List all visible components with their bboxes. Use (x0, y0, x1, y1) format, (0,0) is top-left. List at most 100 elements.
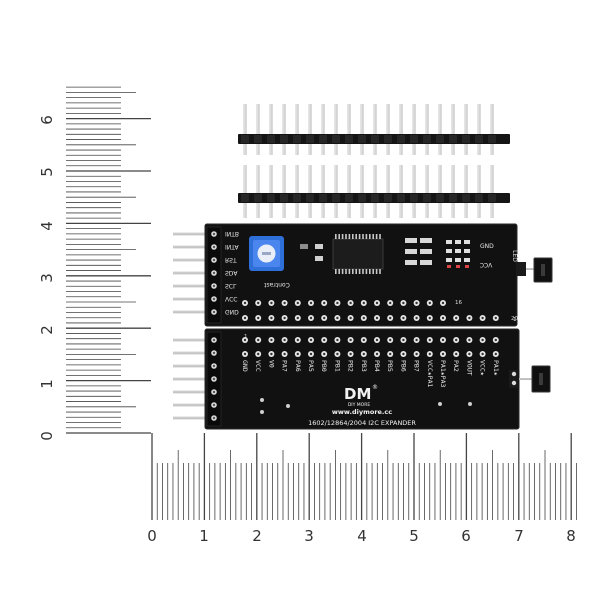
header-bar-segment (462, 194, 470, 202)
pad-hole (428, 301, 431, 305)
pad-hole (283, 301, 286, 305)
header-pin (425, 165, 429, 218)
pad-hole (243, 338, 247, 342)
pad-hole (270, 316, 273, 320)
led-jumper-cap-detail (541, 264, 545, 276)
header-bar-segment (436, 194, 444, 202)
lcd-pin-label: V0 (267, 360, 275, 368)
potentiometer (249, 236, 284, 271)
via-4 (438, 402, 442, 406)
side-pin (173, 310, 209, 314)
ruler-left-label-5: 5 (38, 167, 56, 177)
side-hole-center (212, 351, 216, 355)
header-bar-segment (306, 194, 314, 202)
header-pin (386, 165, 390, 218)
addr-pad (446, 249, 452, 253)
led-jumper-pin (526, 268, 538, 270)
ruler-bottom-label-3: 3 (304, 527, 314, 545)
pad-hole (296, 352, 299, 356)
header-pin (256, 104, 260, 155)
header-pin (373, 165, 377, 218)
pin20-label: 20 (511, 316, 518, 322)
website-text: www.diymore.cc (332, 408, 392, 416)
pad-hole (375, 316, 379, 320)
side-hole-center (212, 271, 216, 275)
side-pin-label: RST (225, 256, 237, 263)
side-pin (173, 364, 209, 368)
side-pin (173, 284, 209, 288)
lcd-pin-label: PA7 (281, 360, 289, 372)
chip-leg (369, 269, 371, 274)
chip-leg (379, 269, 381, 274)
side-pin-label: GND (225, 308, 239, 315)
header-pin (295, 165, 299, 218)
ruler-left-label-0: 0 (38, 431, 56, 441)
chip-leg (335, 234, 337, 239)
pad-hole (336, 316, 339, 320)
chip-leg (365, 269, 368, 274)
chip-leg (362, 234, 364, 239)
pad-hole (309, 338, 313, 342)
pin1b-label: 1 (244, 334, 248, 340)
pad-hole (362, 316, 365, 320)
header-bar-segment (423, 194, 431, 202)
side-pin (173, 232, 209, 236)
header-bar-segment (384, 135, 392, 143)
pad-hole (323, 352, 326, 356)
header-pin (399, 165, 403, 218)
header-pin (412, 165, 416, 218)
side-hole-center (212, 232, 216, 236)
pad-hole (296, 301, 299, 305)
pad-hole (362, 301, 365, 305)
side-pin (173, 245, 209, 249)
header-bar-segment (280, 194, 288, 202)
ruler-left-label-4: 4 (38, 221, 56, 231)
logo-sup: ® (372, 384, 378, 391)
side-hole-center (212, 416, 216, 420)
lcd-pin-label: VCC★PA1 (426, 360, 434, 387)
header-pin (308, 104, 312, 155)
ruler-left-label-6: 6 (38, 115, 56, 125)
header-bar-segment (488, 135, 496, 143)
header-pin (464, 165, 468, 218)
pad-hole (323, 301, 326, 305)
chip-leg (338, 234, 340, 239)
header-pin (334, 165, 338, 218)
pad-hole (336, 338, 339, 342)
chip-leg (352, 269, 354, 274)
header-pin (256, 165, 260, 218)
pad-hole (243, 301, 247, 305)
pad-hole (336, 301, 339, 305)
lcd-pin-label: PA2 (452, 360, 460, 372)
addr-pad (464, 258, 470, 262)
logo-text: DM (344, 385, 371, 403)
header-pin (425, 104, 429, 155)
pad-hole (402, 338, 405, 342)
header-bar-segment (449, 135, 457, 143)
chip-legs (335, 234, 381, 274)
address-jumper-pads (446, 240, 470, 268)
header-pin (360, 104, 364, 155)
header-bar-segment (293, 194, 301, 202)
side-pin (173, 390, 209, 394)
header-pin (451, 165, 455, 218)
side-pin (173, 338, 209, 342)
chip-leg (335, 269, 337, 274)
addr-pad (464, 249, 470, 253)
led-jumper (516, 257, 553, 283)
ruler-bottom-label-6: 6 (461, 527, 471, 545)
header-bar-segment (306, 135, 314, 143)
header-bar-segment (267, 194, 275, 202)
led-label: LED (511, 250, 518, 262)
via-3 (286, 404, 290, 408)
chip-leg (348, 234, 351, 239)
pad-hole (349, 338, 352, 342)
bottom-jumper-base (509, 370, 519, 388)
pad-hole (323, 316, 326, 320)
side-hole-center (212, 310, 216, 314)
side-hole-center (212, 390, 216, 394)
